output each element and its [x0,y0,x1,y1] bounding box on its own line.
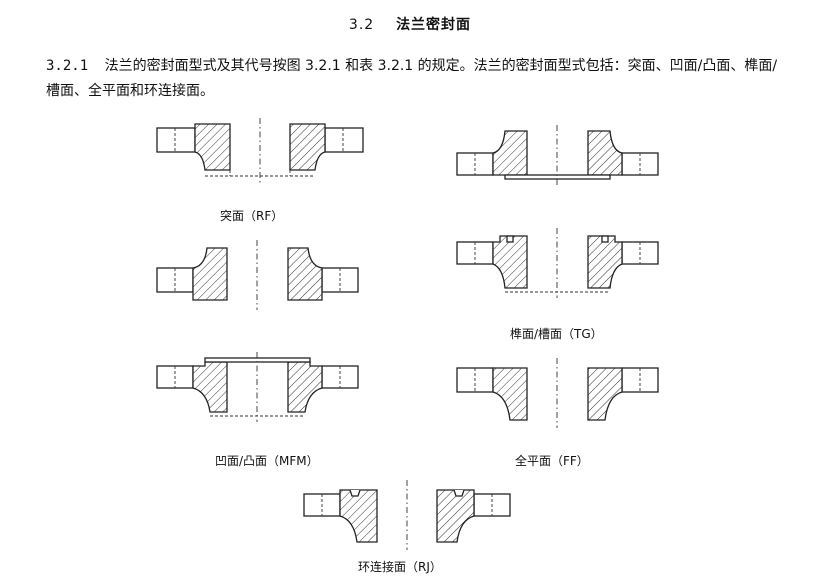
drawing-rj [303,480,511,550]
drawing-tg-lower [456,228,659,298]
drawing-tg-upper [456,125,659,185]
caption-mfm: 凹面/凸面（MFM） [215,454,319,468]
figure-rj [302,480,512,554]
drawing-ff [456,358,659,428]
drawing-mfm-lower [156,352,359,422]
clause-paragraph: 3.2.1 法兰的密封面型式及其代号按图 3.2.1 和表 3.2.1 的规定。… [46,54,786,104]
caption-rj: 环连接面（RJ） [358,560,442,574]
caption-rf: 突面（RF） [220,209,284,223]
figure-tg-lower [455,228,660,302]
section-number: 3.2 [348,17,375,33]
figure-mfm-upper [155,240,360,314]
figure-rf [155,118,365,187]
figure-tg-upper [455,125,660,189]
clause-text: 法兰的密封面型式及其代号按图 3.2.1 和表 3.2.1 的规定。法兰的密封面… [46,58,778,99]
clause-number: 3.2.1 [46,58,89,74]
caption-ff: 全平面（FF） [515,454,589,468]
caption-tg: 榫面/槽面（TG） [510,327,603,341]
drawing-rf [156,118,364,183]
section-heading: 3.2 法兰密封面 [0,14,820,34]
figure-mfm-lower [155,352,360,426]
figure-ff [455,358,660,432]
section-title: 法兰密封面 [396,17,472,33]
drawing-mfm-upper [156,240,359,310]
